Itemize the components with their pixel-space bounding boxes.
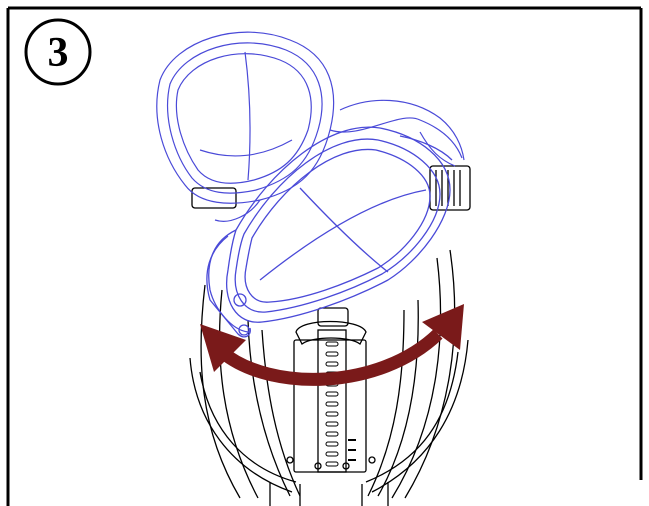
- panel-border: [6, 6, 643, 506]
- seat: [206, 126, 453, 338]
- step-number: 3: [48, 30, 69, 76]
- height-scale: [325, 341, 356, 467]
- curved-double-arrow-icon: [200, 304, 464, 386]
- step-circle: [24, 18, 92, 86]
- seat-post-clamp: [295, 307, 367, 346]
- machine-body: [189, 165, 471, 506]
- step-badge: 3: [24, 18, 92, 86]
- seat-rotated-position: [156, 31, 465, 222]
